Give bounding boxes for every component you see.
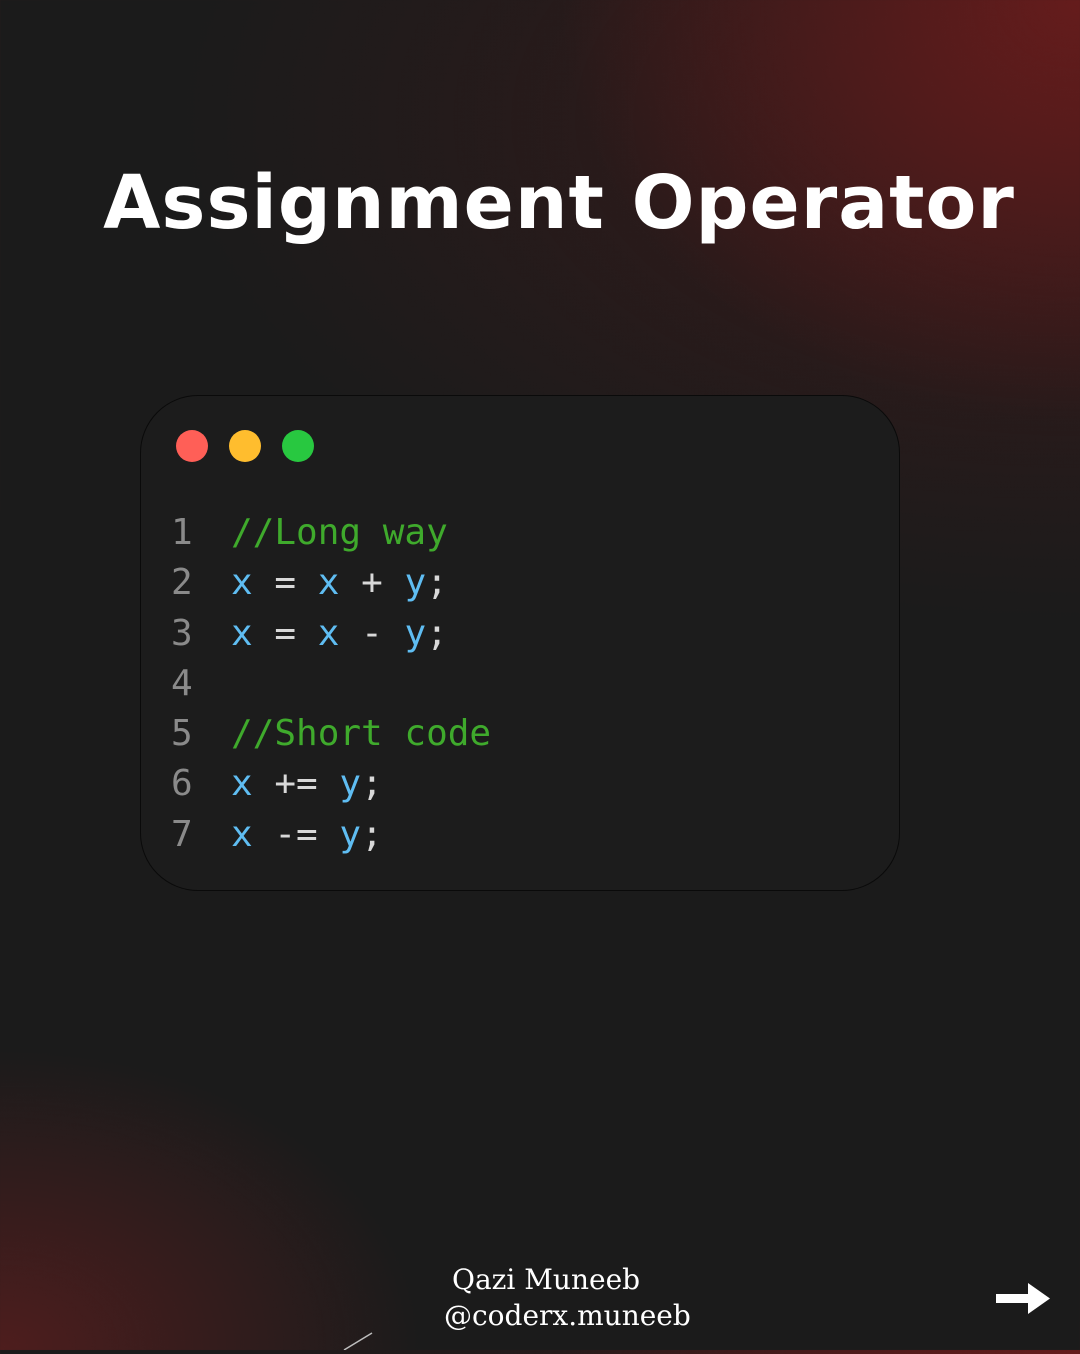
close-dot-icon [176, 430, 208, 462]
code-token-identifier: x [317, 612, 340, 654]
code-text: x += y; [231, 759, 383, 809]
code-text: x -= y; [231, 810, 383, 860]
code-text: x = x - y; [231, 609, 448, 659]
code-token-identifier: x [231, 612, 253, 654]
code-token-operator: ; [426, 562, 448, 604]
code-token-operator: ; [361, 763, 383, 805]
page-title: Assignment Operator [103, 160, 1015, 246]
code-token-identifier: y [404, 562, 427, 604]
code-token-identifier: x [231, 562, 253, 604]
line-number: 5 [171, 713, 193, 755]
code-token-identifier: y [339, 813, 362, 855]
line-number: 1 [171, 512, 193, 553]
code-token-operator: = [252, 562, 318, 604]
code-token-operator: ; [361, 813, 383, 855]
line-number: 3 [171, 612, 193, 654]
code-token-identifier: x [231, 763, 253, 805]
code-token-identifier: x [317, 562, 340, 604]
code-token-operator: ; [426, 612, 448, 654]
code-token-identifier: x [231, 813, 253, 855]
maximize-dot-icon [282, 430, 314, 462]
code-token-operator: -= [252, 813, 340, 855]
code-token-operator: + [339, 562, 405, 604]
code-token-operator: += [252, 763, 340, 805]
code-token-comment: //Long way [231, 512, 448, 553]
code-token-identifier: y [404, 612, 427, 654]
line-number: 4 [171, 662, 193, 704]
code-text: //Short code [231, 709, 491, 759]
right-arrow-icon[interactable] [994, 1281, 1052, 1317]
line-number: 2 [171, 562, 193, 604]
code-token-operator: = [252, 612, 318, 654]
decorative-streak [340, 1330, 376, 1351]
line-number: 6 [171, 763, 193, 805]
code-text: //Long way [231, 508, 448, 558]
minimize-dot-icon [229, 430, 261, 462]
author-name: Qazi Muneeb [452, 1263, 641, 1296]
author-handle: @coderx.muneeb [444, 1299, 691, 1332]
code-token-comment: //Short code [231, 713, 492, 755]
code-text: x = x + y; [231, 558, 448, 608]
line-number: 7 [171, 813, 193, 855]
code-token-identifier: y [339, 763, 362, 805]
code-token-operator: - [339, 612, 405, 654]
